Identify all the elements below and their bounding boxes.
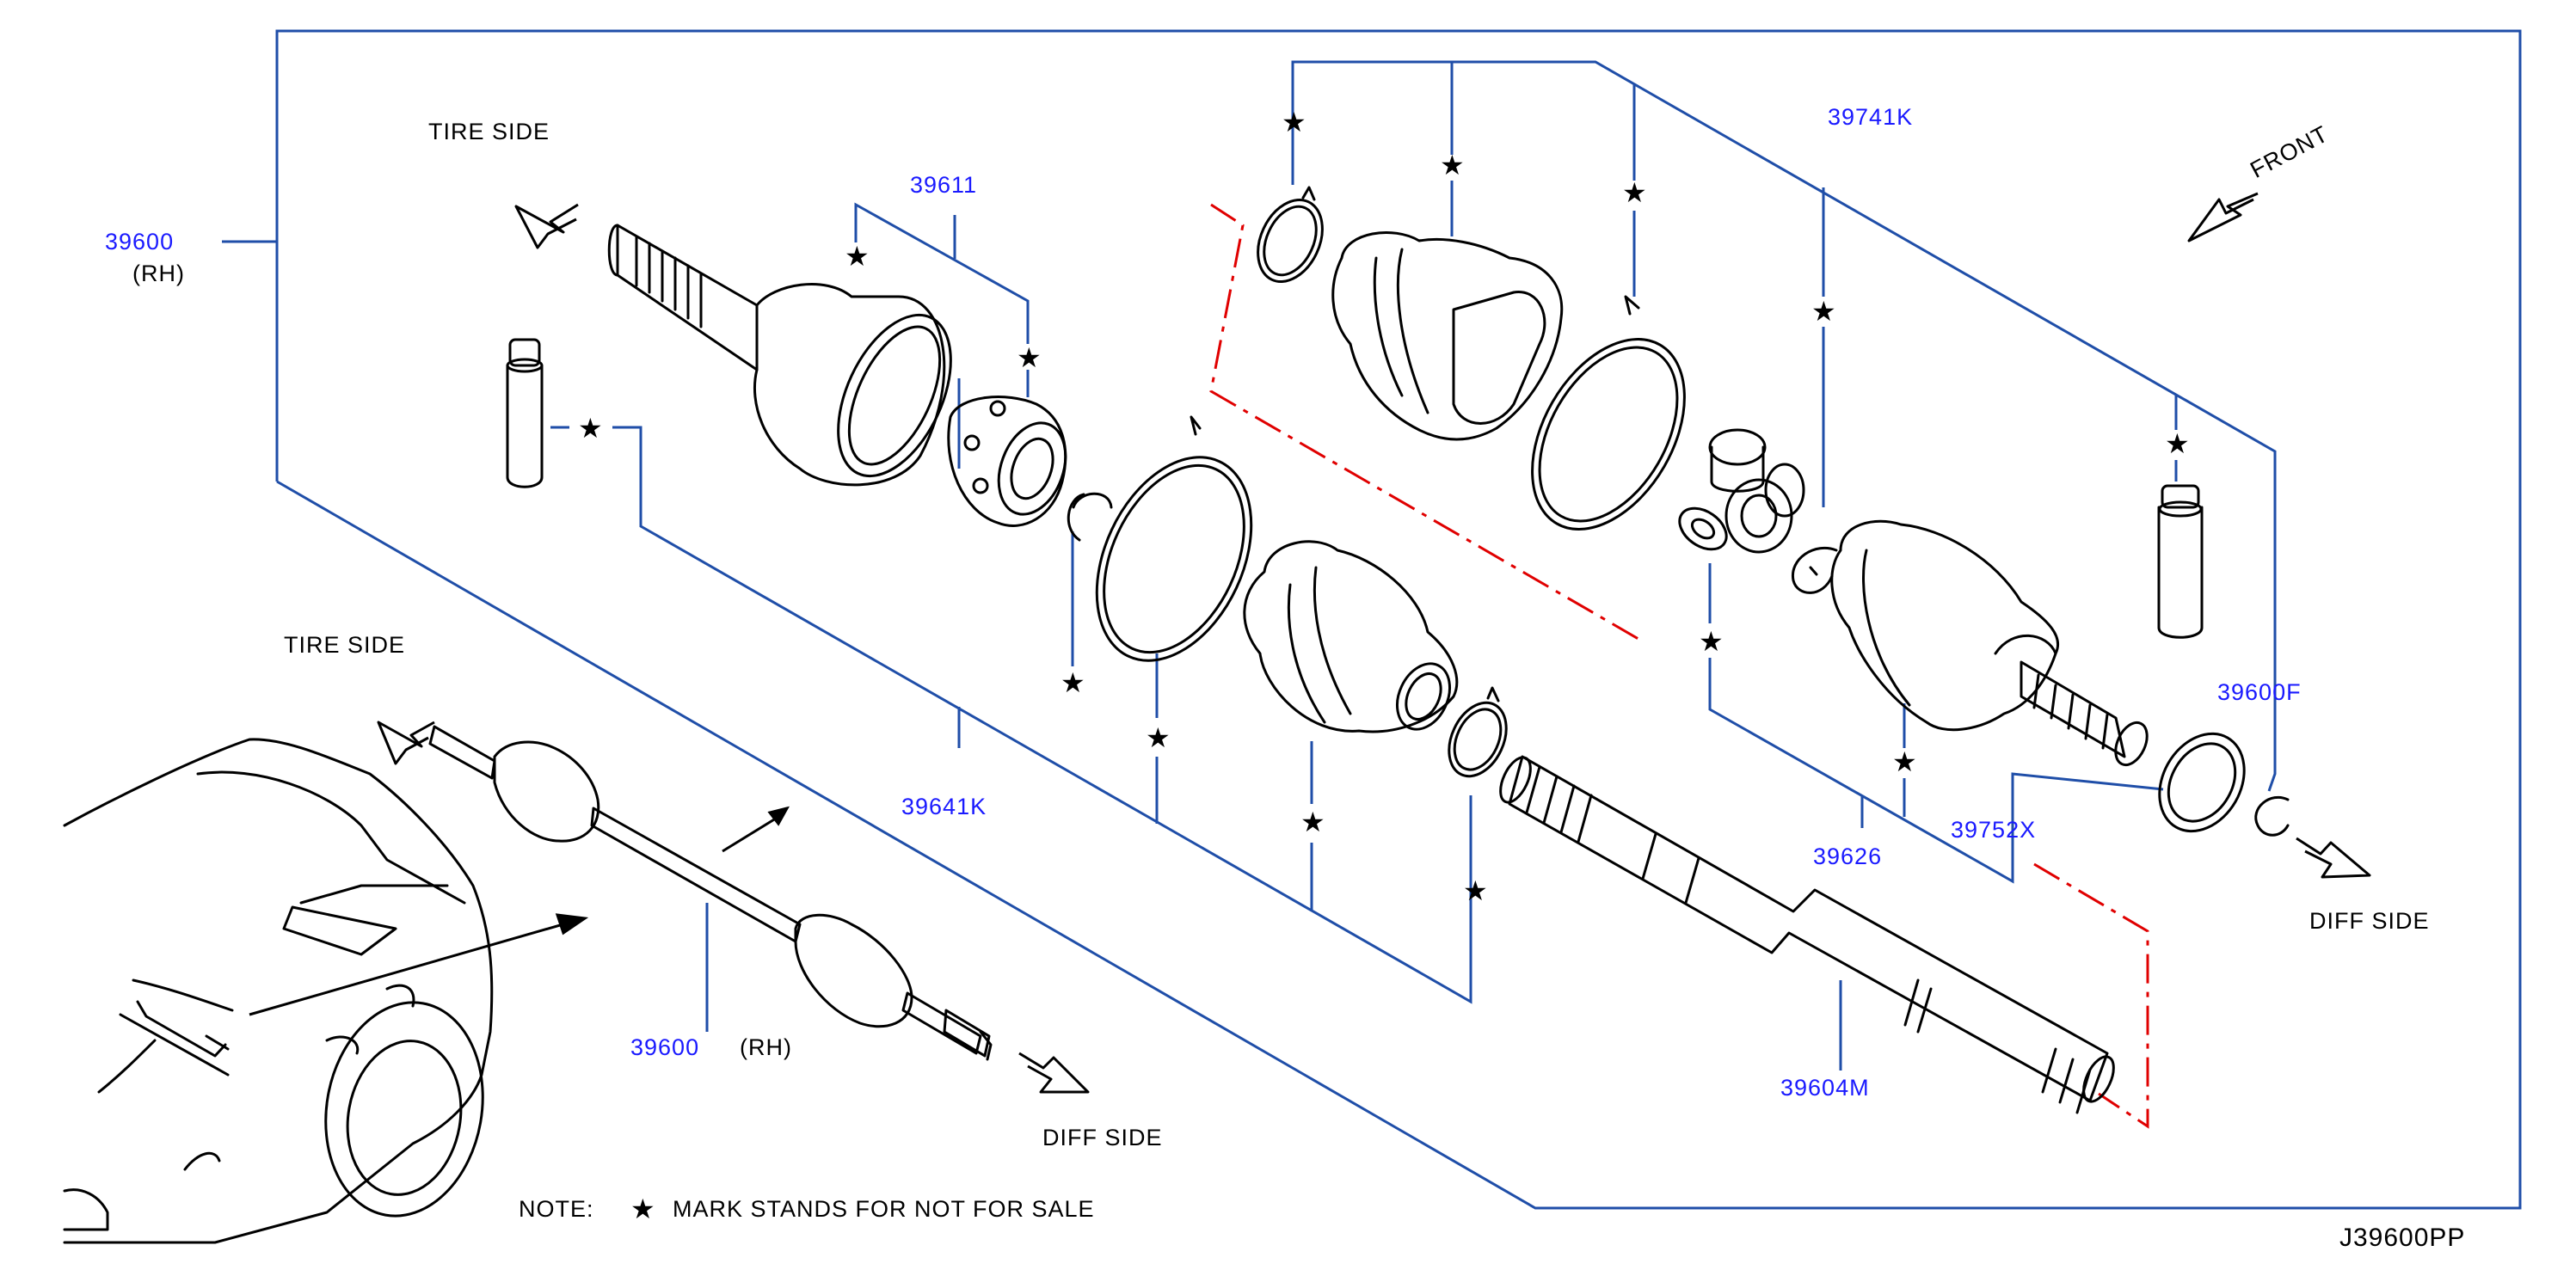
grease-tube-tire-side (506, 338, 544, 488)
phantom-lines (1209, 203, 2149, 1129)
tripod-joint (1678, 428, 1805, 554)
driveshaft-assembly (428, 725, 993, 1061)
part-number-39741K: 39741K (1828, 104, 1914, 130)
tire-side-arrow-upper (514, 203, 579, 249)
assembly-arrows (249, 806, 790, 1016)
note-star: ★ (630, 1193, 655, 1224)
star-marker: ★ (1463, 875, 1488, 906)
tire-side-label-upper: TIRE SIDE (428, 119, 550, 144)
inner-boot (1331, 230, 1564, 441)
tire-side-label-lower: TIRE SIDE (284, 632, 406, 658)
diff-side-arrow-lower (1018, 1052, 1090, 1094)
star-marker: ★ (1300, 807, 1325, 837)
star-marker: ★ (1892, 746, 1917, 777)
part-number-39641K: 39641K (901, 794, 987, 819)
part-number-39600-lower: 39600 (630, 1034, 700, 1060)
star-marker: ★ (578, 413, 603, 444)
rh-label-upper: (RH) (132, 261, 185, 286)
diff-side-label-right: DIFF SIDE (2309, 908, 2430, 934)
circlip-diff-side (2254, 795, 2290, 837)
part-number-39604M: 39604M (1780, 1075, 1870, 1101)
direction-arrows (377, 192, 2371, 1094)
note-text: MARK STANDS FOR NOT FOR SALE (673, 1196, 1095, 1222)
boot-band-small-outer (1448, 686, 1508, 778)
components (63, 186, 2290, 1244)
boot-band-small-inner (1257, 186, 1324, 284)
star-marker: ★ (1811, 296, 1836, 327)
leader-lines (550, 60, 2277, 1070)
outer-cv-joint (607, 224, 952, 487)
star-marker: ★ (845, 241, 870, 272)
part-number-39600-upper: 39600 (105, 229, 175, 255)
star-marker: ★ (1017, 342, 1042, 373)
drive-shaft (1499, 755, 2115, 1114)
ball-cage (947, 396, 1067, 527)
boot-band-large-inner (1531, 295, 1686, 531)
drawing-code: J39600PP (2339, 1224, 2466, 1252)
part-number-39611: 39611 (910, 172, 978, 198)
snap-ring-inner (1792, 546, 1838, 594)
star-marker: ★ (1282, 107, 1306, 138)
inner-housing (1830, 519, 2149, 767)
diff-side-label-lower: DIFF SIDE (1042, 1125, 1163, 1150)
note-label: NOTE: (519, 1196, 594, 1222)
grease-tube-diff-side (2157, 484, 2204, 639)
part-number-39752X: 39752X (1951, 817, 2037, 843)
rh-label-lower: (RH) (740, 1034, 792, 1060)
callout-frame (222, 29, 2522, 1210)
star-marker: ★ (2165, 428, 2190, 459)
diff-side-arrow-upper (2296, 837, 2371, 879)
part-number-39626: 39626 (1813, 844, 1883, 869)
vehicle-outline (63, 738, 494, 1244)
star-marker: ★ (1440, 150, 1465, 181)
star-marker: ★ (1622, 177, 1647, 208)
tire-side-arrow-lower (377, 721, 435, 765)
star-marker: ★ (1061, 667, 1085, 698)
part-number-39600F: 39600F (2217, 679, 2302, 705)
boot-band-large-outer (1095, 415, 1253, 662)
oil-seal (2158, 732, 2246, 833)
star-marker: ★ (1146, 722, 1171, 753)
snap-ring-outer (1067, 492, 1113, 542)
star-marker: ★ (1699, 626, 1724, 657)
outer-boot (1243, 540, 1459, 733)
front-arrow (2187, 192, 2259, 242)
